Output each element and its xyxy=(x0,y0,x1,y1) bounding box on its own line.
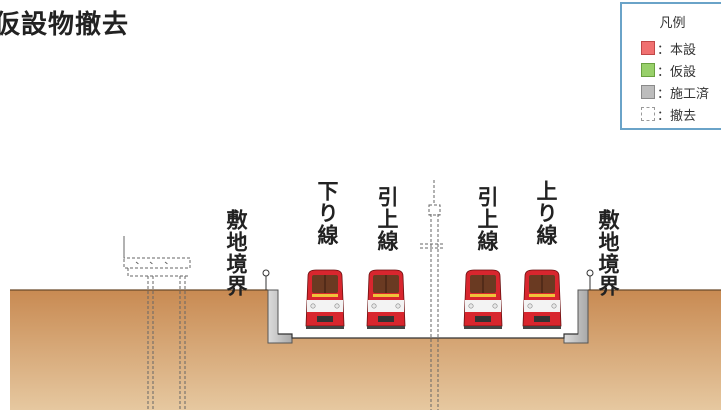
label-boundary-right: 敷地境界 xyxy=(596,209,620,297)
legend-item-completed: ：施工済 xyxy=(641,84,710,102)
legend-label-removal: ：撤去 xyxy=(657,108,697,124)
ground xyxy=(10,290,721,410)
page-title: 仮設物撤去 xyxy=(0,10,130,40)
label-siding-right: 引上線 xyxy=(475,186,499,252)
legend-item-permanent: ：本設 xyxy=(641,40,697,58)
trains xyxy=(305,269,562,329)
legend-swatch-permanent xyxy=(641,41,655,55)
removed-center-pole xyxy=(420,180,444,410)
legend-title: 凡例 xyxy=(659,16,686,31)
label-track-up: 上り線 xyxy=(534,180,558,246)
train-up-line xyxy=(522,269,562,329)
legend-label-permanent: ：本設 xyxy=(657,42,697,58)
train-siding-right xyxy=(463,269,503,329)
retaining-wall-right xyxy=(563,289,589,344)
legend-swatch-completed xyxy=(641,85,655,99)
legend-item-temporary: ：仮設 xyxy=(641,62,697,80)
legend-swatch-removal xyxy=(641,107,655,121)
retaining-wall-left xyxy=(267,289,293,344)
track-slab xyxy=(278,333,578,339)
legend-label-completed: ：施工済 xyxy=(657,86,710,102)
label-boundary-left: 敷地境界 xyxy=(224,209,248,297)
legend-item-removal: ：撤去 xyxy=(641,106,697,124)
legend-swatch-temporary xyxy=(641,63,655,77)
train-siding-left xyxy=(366,269,406,329)
legend: 凡例 ：本設 ：仮設 ：施工済 ：撤去 xyxy=(620,2,721,130)
label-track-down: 下り線 xyxy=(315,180,339,246)
removed-temporary-structure xyxy=(123,236,191,410)
legend-label-temporary: ：仮設 xyxy=(657,64,697,80)
train-down-line xyxy=(305,269,345,329)
label-siding-left: 引上線 xyxy=(375,186,399,252)
